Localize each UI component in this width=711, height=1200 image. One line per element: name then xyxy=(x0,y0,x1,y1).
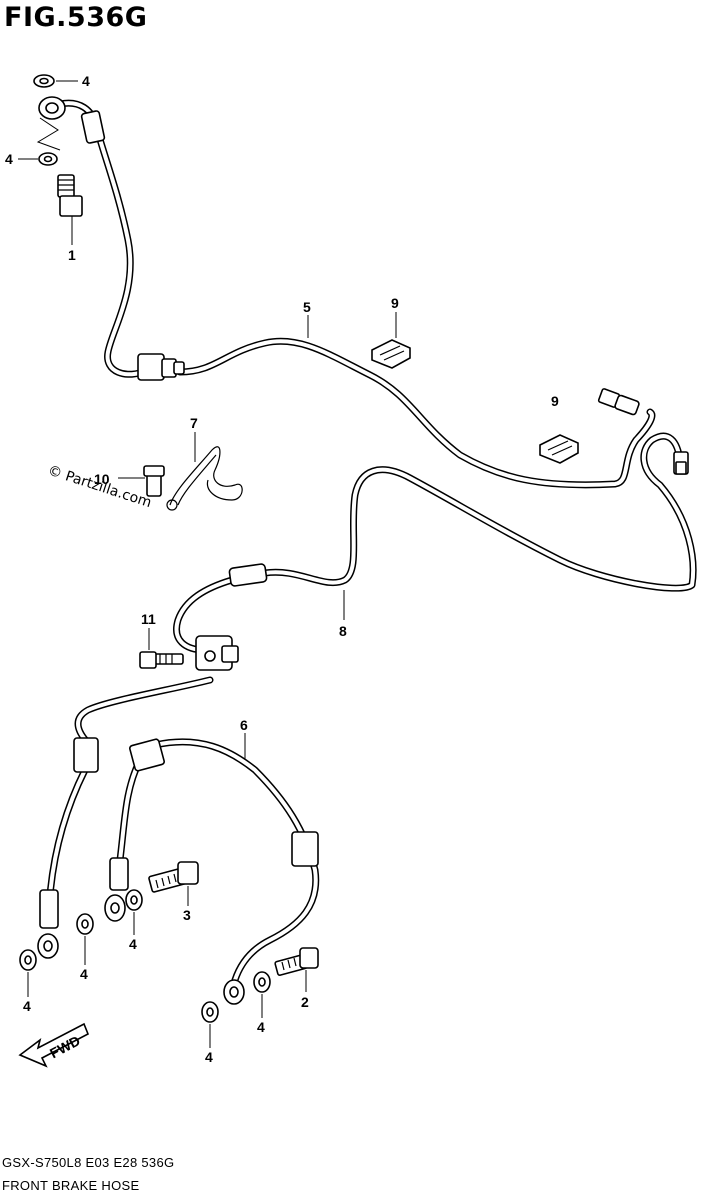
callout-3: 3 xyxy=(183,907,191,923)
callout-1: 1 xyxy=(68,247,76,263)
bolt-10[interactable] xyxy=(143,465,165,497)
union-bolt-1[interactable] xyxy=(57,174,83,217)
bolt-11[interactable] xyxy=(139,651,184,669)
brake-hose-6[interactable] xyxy=(104,738,320,1005)
three-way-joint[interactable] xyxy=(195,635,239,671)
callout-9-upper: 9 xyxy=(391,295,399,311)
hose-bracket-7[interactable] xyxy=(166,446,243,511)
leader-lines xyxy=(18,80,397,1048)
brake-hose-left-lower[interactable] xyxy=(37,676,214,959)
union-bolt-3[interactable] xyxy=(148,861,199,893)
brake-hose-8[interactable] xyxy=(173,432,697,654)
callout-11: 11 xyxy=(141,611,156,627)
callout-10: 10 xyxy=(94,471,110,487)
gasket-washer[interactable] xyxy=(19,74,271,1023)
hose-clamp-9-upper[interactable] xyxy=(371,339,411,369)
callout-4-bottom: 4 xyxy=(205,1049,213,1065)
callout-5: 5 xyxy=(303,299,311,315)
callout-2: 2 xyxy=(301,994,309,1010)
callout-4-top: 4 xyxy=(82,73,90,89)
callout-4-left-mid: 4 xyxy=(80,966,88,982)
callout-4-left: 4 xyxy=(23,998,31,1014)
model-code: GSX-S750L8 E03 E28 536G xyxy=(2,1155,175,1170)
hose-clamp-9-lower[interactable] xyxy=(539,434,579,464)
callout-8: 8 xyxy=(339,623,347,639)
callout-6: 6 xyxy=(240,717,248,733)
section-name: FRONT BRAKE HOSE xyxy=(2,1178,140,1193)
union-bolt-2[interactable] xyxy=(274,947,319,976)
callout-4-bolt3: 4 xyxy=(129,936,137,952)
callout-4-second: 4 xyxy=(5,151,13,167)
callout-9-lower: 9 xyxy=(551,393,559,409)
callout-4-bolt2: 4 xyxy=(257,1019,265,1035)
forward-arrow-icon: FWD xyxy=(18,1022,90,1068)
callout-labels: 4 4 1 5 9 9 7 10 8 11 6 3 4 4 4 2 4 4 xyxy=(5,73,559,1065)
brake-hose-5[interactable] xyxy=(38,96,656,489)
callout-7: 7 xyxy=(190,415,198,431)
figure-title: FIG.536G xyxy=(4,2,148,33)
